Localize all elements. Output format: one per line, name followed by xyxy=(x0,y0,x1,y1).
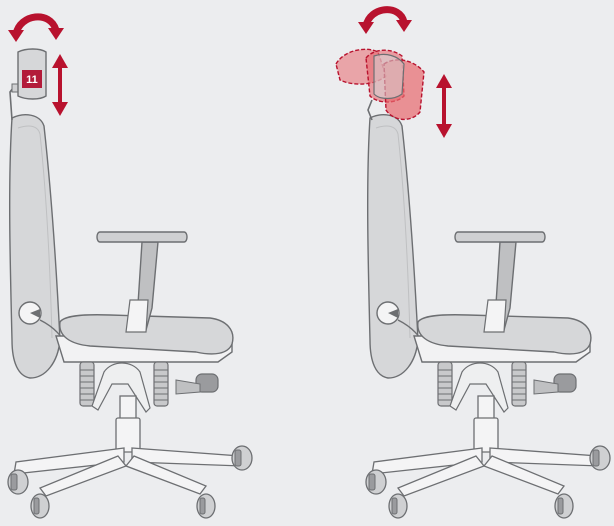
vertical-double-arrow-icon xyxy=(52,54,68,116)
rotate-arrow-icon xyxy=(358,6,412,34)
rotate-arrow-icon xyxy=(8,13,64,42)
chair-right xyxy=(335,6,611,519)
vertical-double-arrow-icon xyxy=(436,74,452,138)
svg-text:11: 11 xyxy=(26,74,38,86)
headrest-tilt-positions xyxy=(335,48,425,120)
headrest-number-badge: 11 xyxy=(22,70,42,88)
chair-left: 11 xyxy=(7,13,253,519)
